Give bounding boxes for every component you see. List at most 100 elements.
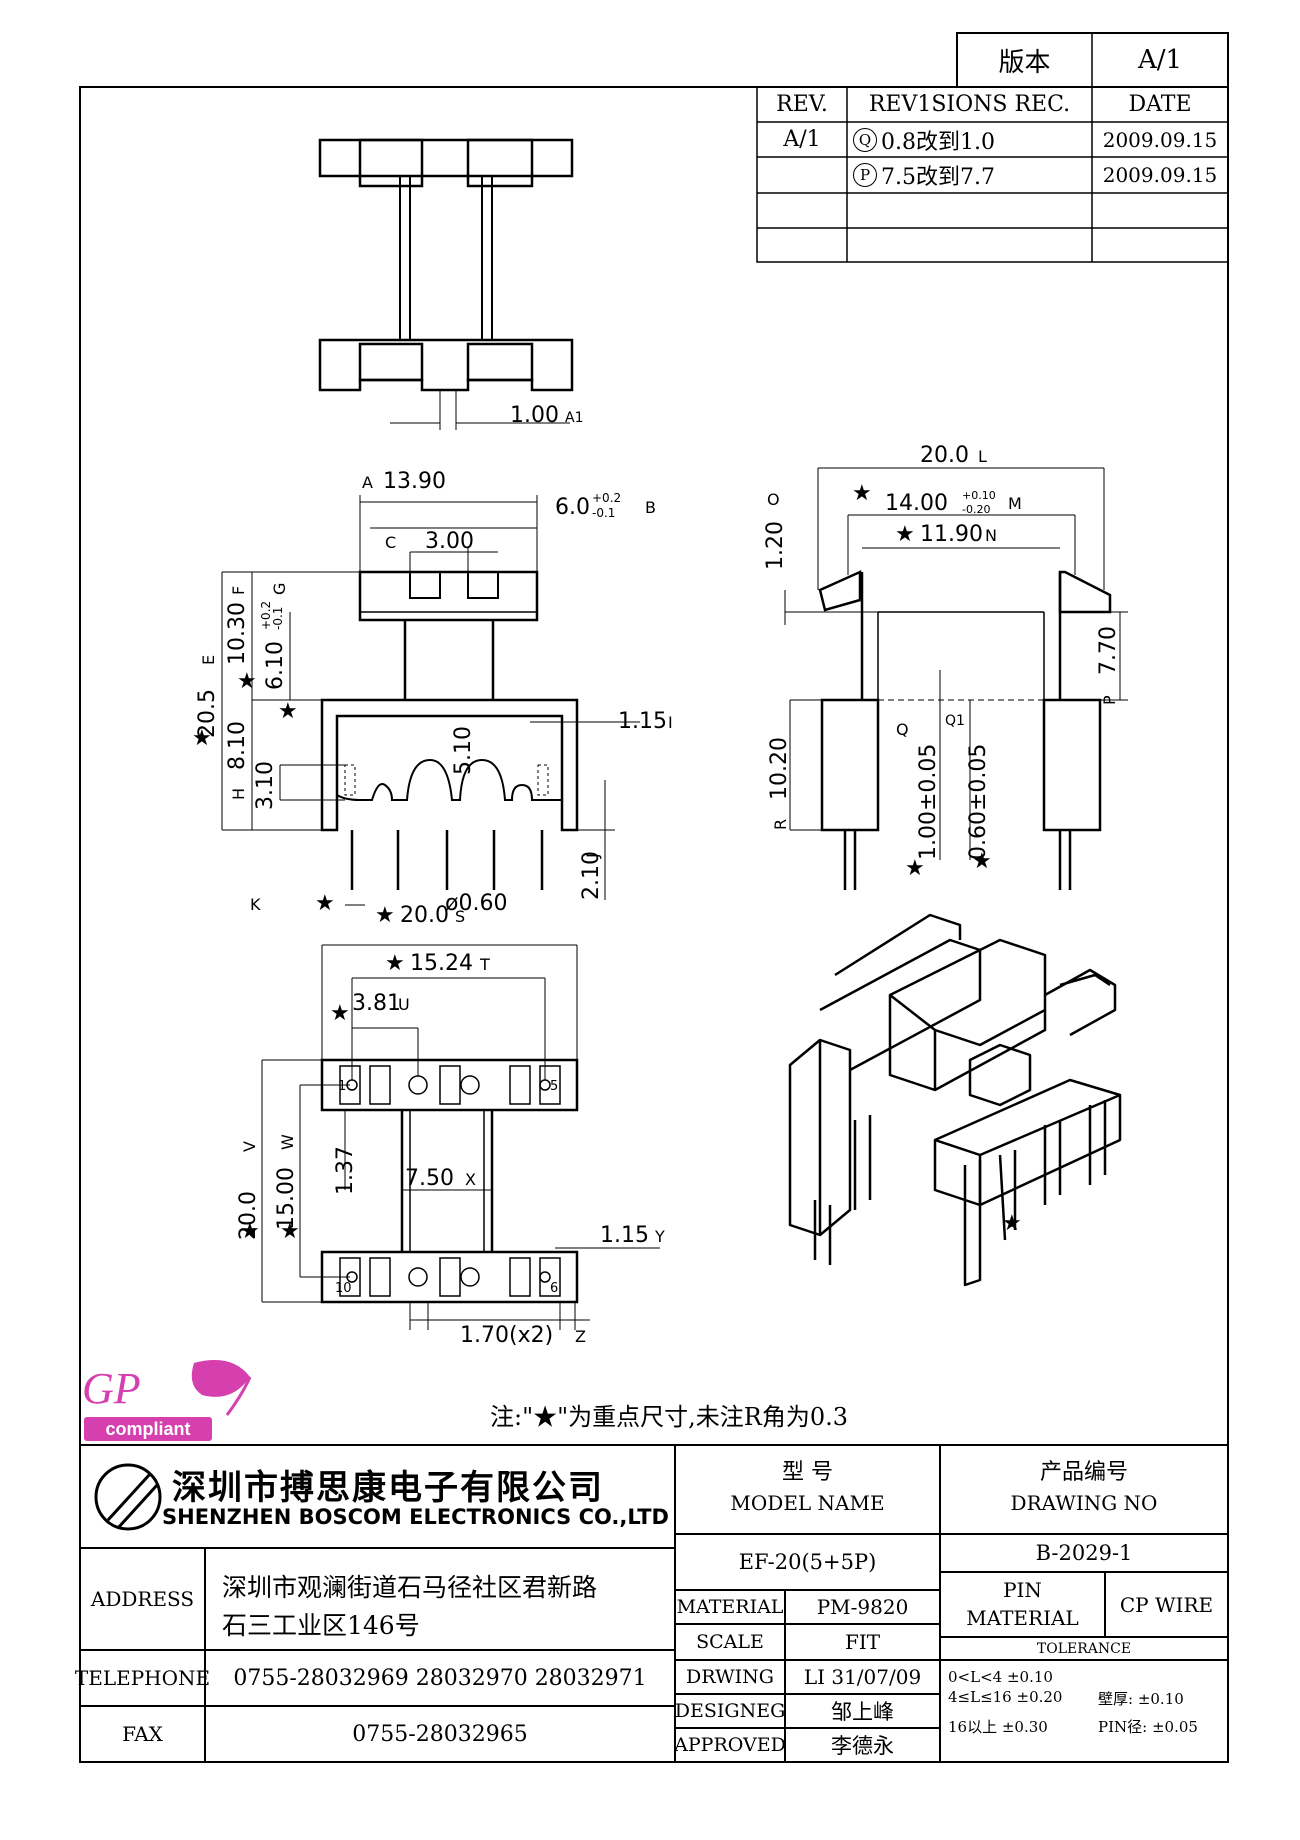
dim-g-tol-up: +0.2: [259, 601, 273, 630]
balloon-x: X: [465, 1170, 476, 1189]
revision-row-date: 2009.09.15: [1102, 163, 1218, 187]
tolerance-row-2: 4≤L≤16 ±0.20: [948, 1688, 1063, 1706]
dim-b-tol-dn: -0.1: [592, 506, 615, 520]
pin-5-label: 5: [550, 1079, 558, 1094]
address-label: ADDRESS: [90, 1587, 195, 1611]
balloon-y: Y: [654, 1227, 665, 1246]
balloon-a1: A1: [565, 410, 583, 426]
spec-label: MATERIAL: [676, 1596, 784, 1618]
date-header: DATE: [1128, 92, 1192, 117]
dim-u: 3.81: [352, 991, 401, 1016]
dim-b: 6.0: [555, 495, 590, 520]
drawing-note: 注:"★"为重点尺寸,未注R角为0.3: [490, 1403, 849, 1431]
dim-e: 20.5: [195, 689, 220, 738]
dim-r: 10.20: [767, 737, 792, 800]
balloon-k: K: [250, 895, 261, 914]
drawing-frame: [79, 86, 1229, 1763]
dim-137: 1.37: [333, 1146, 358, 1195]
balloon-q1: Q1: [945, 713, 965, 729]
balloon-g: G: [270, 583, 289, 595]
tolerance-row-3: 16以上 ±0.30: [948, 1718, 1048, 1736]
pin-1-label: 1: [338, 1079, 346, 1094]
pin-6-label: 6: [550, 1281, 558, 1296]
dim-a1: 1.00: [510, 403, 559, 428]
pin-label-1: PIN: [1003, 1578, 1042, 1602]
dim-s: 20.0: [400, 903, 449, 928]
boscom-logo-icon: [94, 1463, 162, 1531]
balloon-u: U: [398, 995, 410, 1014]
drawing-label-en: DRAWING NO: [1010, 1491, 1158, 1515]
dimension-lines: [221, 467, 1128, 1330]
company-name-en: SHENZHEN BOSCOM ELECTRONICS CO.,LTD: [162, 1505, 669, 1529]
revision-row-date: 2009.09.15: [1102, 127, 1218, 152]
dim-q1: 0.60±0.05: [966, 744, 991, 860]
tolerance-row-1: 0<L<4 ±0.10: [948, 1668, 1053, 1686]
isometric-view: [788, 913, 1122, 1287]
spec-value: FIT: [844, 1630, 881, 1654]
dim-b-tol-up: +0.2: [592, 491, 621, 505]
rev-header: REV.: [776, 92, 828, 117]
balloon-q-icon: Q: [853, 127, 877, 152]
compliant-badge: compliant: [84, 1417, 212, 1441]
dim-f: 10.30: [225, 602, 250, 665]
star-m: ★: [852, 481, 872, 506]
company-name-cn: 深圳市搏思康电子有限公司: [172, 1468, 604, 1508]
star-s: ★: [375, 903, 395, 928]
balloon-q: Q: [896, 720, 909, 739]
balloon-f: F: [229, 586, 248, 595]
star-e: ★: [192, 726, 212, 751]
drawing-value: B-2029-1: [1035, 1541, 1133, 1565]
dim-510: 5.10: [451, 726, 476, 775]
balloon-n: N: [985, 526, 997, 545]
model-label-en: MODEL NAME: [730, 1491, 885, 1515]
dim-z: 1.70(x2): [460, 1323, 553, 1348]
balloon-l: L: [978, 447, 987, 466]
dim-y: 1.15: [600, 1223, 649, 1248]
balloon-a: A: [362, 473, 373, 492]
balloon-j: J: [583, 853, 602, 859]
dim-t: 15.24: [410, 951, 473, 976]
balloon-b: B: [645, 498, 656, 517]
version-label: 版本: [998, 47, 1051, 78]
pin-material-value: CP WIRE: [1119, 1592, 1214, 1617]
dim-h: 3.10: [253, 761, 278, 810]
gp-text: GP: [82, 1364, 141, 1413]
star-k: ★: [315, 891, 335, 916]
model-value: EF-20(5+5P): [738, 1550, 877, 1574]
star-n: ★: [895, 522, 915, 547]
fax-label: FAX: [122, 1722, 163, 1746]
spec-label: SCALE: [696, 1631, 764, 1653]
balloon-m: M: [1008, 494, 1022, 513]
pin-label-2: MATERIAL: [966, 1606, 1079, 1630]
balloon-p-icon: P: [853, 163, 877, 187]
leaf-icon: [191, 1360, 252, 1416]
dim-o: 1.20: [763, 521, 788, 570]
spec-value: LI 31/07/09: [803, 1665, 922, 1689]
dim-j: 2.10: [579, 851, 604, 900]
tolerance-title: TOLERANCE: [1036, 1640, 1132, 1657]
balloon-z: Z: [575, 1327, 586, 1346]
star-q1: ★: [972, 849, 992, 874]
star-f: ★: [237, 669, 257, 694]
address-line-1: 深圳市观澜街道石马径社区君新路: [222, 1573, 598, 1602]
dim-x: 7.50: [405, 1166, 454, 1191]
spec-value: 邹上峰: [831, 1700, 894, 1724]
dim-n: 11.90: [920, 522, 983, 547]
dim-c: 3.00: [425, 529, 474, 554]
dim-v: 20.0: [236, 1191, 261, 1240]
spec-label: DRWING: [686, 1666, 774, 1688]
dim-a: 13.90: [383, 469, 446, 494]
balloon-i: I: [668, 713, 673, 732]
telephone-value: 0755-28032969 28032970 28032971: [233, 1665, 647, 1691]
revision-row-rev: A/1: [783, 127, 821, 152]
star-v: ★: [240, 1219, 260, 1244]
model-label-cn: 型 号: [782, 1460, 833, 1485]
dim-g: 6.10: [263, 641, 288, 690]
balloon-s: S: [455, 907, 465, 926]
dim-g-tol-dn: -0.1: [271, 607, 285, 630]
title-block: [80, 1444, 1228, 1762]
balloon-t: T: [479, 955, 490, 974]
balloon-c: C: [385, 533, 396, 552]
balloon-p: P: [1100, 695, 1119, 705]
